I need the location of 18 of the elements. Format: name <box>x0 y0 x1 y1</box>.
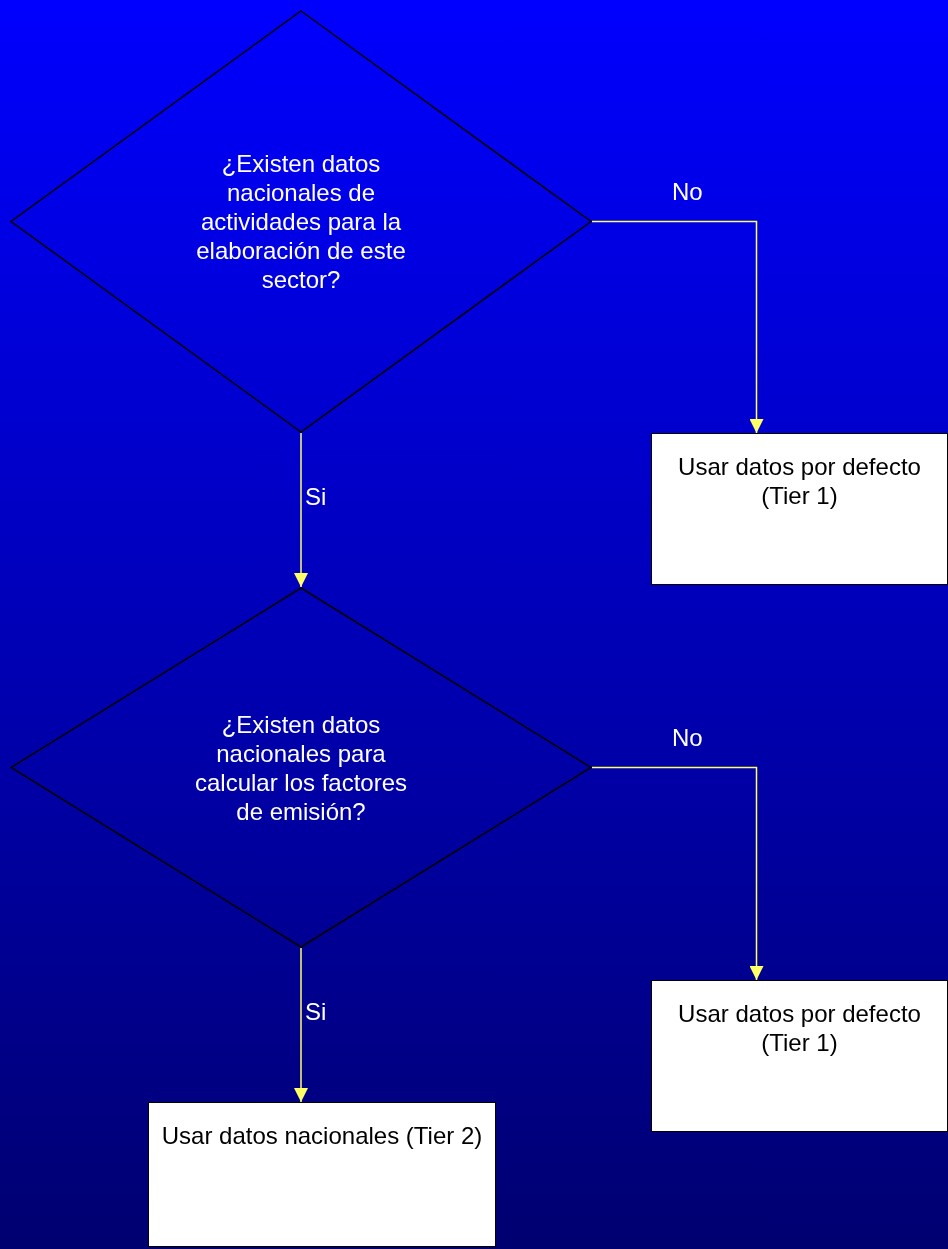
arrow <box>591 220 764 434</box>
process-box <box>651 433 948 585</box>
arrow <box>294 947 308 1103</box>
question-text: ¿Existen datos nacionales de actividades para la elaboración de este sector? <box>195 149 407 294</box>
action-text: Usar datos nacionales (Tier 2) <box>160 1121 484 1150</box>
action-text: Usar datos por defecto (Tier 1) <box>677 999 922 1057</box>
edge-label: Si <box>305 483 327 511</box>
process-box <box>651 980 948 1132</box>
arrow <box>591 766 764 981</box>
action-text: Usar datos por defecto (Tier 1) <box>677 452 922 510</box>
decision-diamond <box>10 10 592 433</box>
decision-diamond <box>10 587 592 948</box>
edge-label: No <box>672 724 703 752</box>
process-box <box>148 1102 496 1247</box>
edge-label: No <box>672 178 703 206</box>
edge-label: Si <box>305 998 327 1026</box>
arrow <box>294 432 308 588</box>
question-text: ¿Existen datos nacionales para calcular los factores de emisión? <box>193 709 409 826</box>
